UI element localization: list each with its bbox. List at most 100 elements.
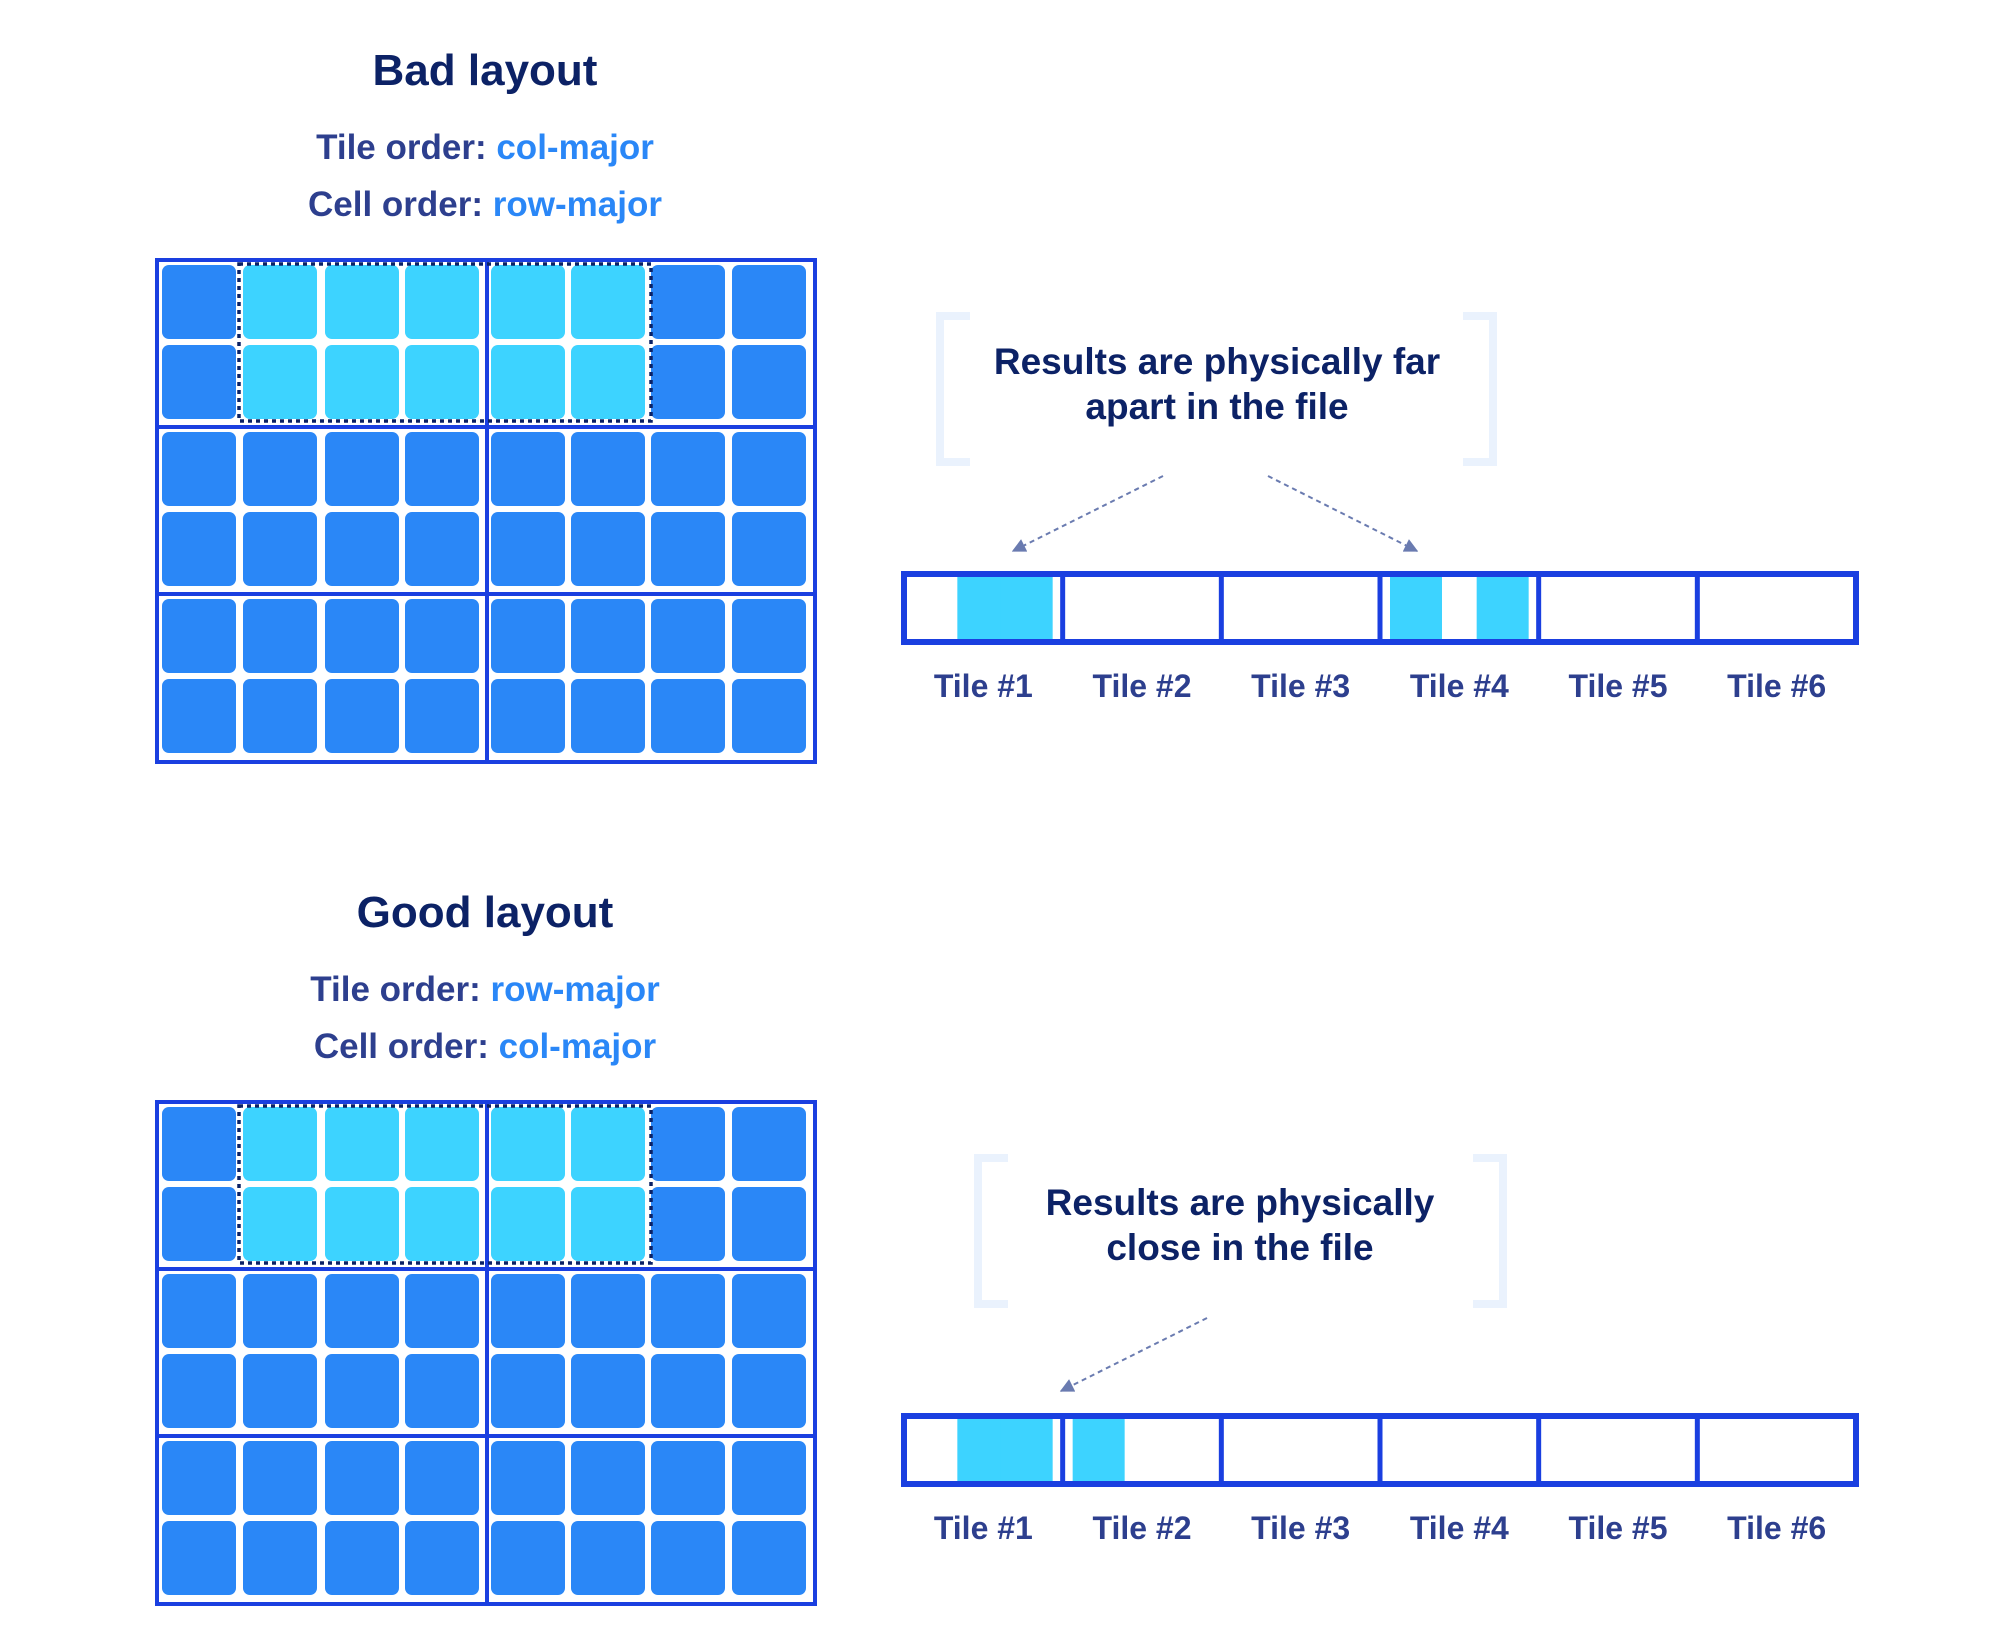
- tile-label: Tile #3: [1251, 1510, 1350, 1546]
- array-cell: [491, 1521, 565, 1595]
- array-cell: [162, 512, 236, 586]
- query-result-cell: [405, 1107, 479, 1181]
- array-cell: [162, 1274, 236, 1348]
- array-cell: [243, 512, 317, 586]
- query-result-cell: [243, 345, 317, 419]
- array-cell: [732, 512, 806, 586]
- cell-order-value: col-major: [499, 1027, 657, 1066]
- array-cell: [162, 599, 236, 673]
- array-cell: [491, 432, 565, 506]
- array-cell: [732, 1274, 806, 1348]
- array-cell: [732, 1441, 806, 1515]
- array-cell: [162, 1107, 236, 1181]
- pointer-arrow: [1267, 475, 1419, 552]
- query-result-cell: [243, 1107, 317, 1181]
- array-cell: [571, 432, 645, 506]
- bracket-left: [974, 1154, 1008, 1308]
- query-result-cell: [325, 345, 399, 419]
- tile-label: Tile #6: [1727, 1510, 1826, 1546]
- array-cell: [162, 1187, 236, 1261]
- query-result-cell: [405, 345, 479, 419]
- pointer-arrow: [1011, 475, 1164, 552]
- array-cell: [651, 345, 725, 419]
- query-result-cell: [491, 265, 565, 339]
- array-cell: [651, 432, 725, 506]
- array-cell: [243, 432, 317, 506]
- callout-text: close in the file: [1106, 1227, 1373, 1268]
- bracket-right: [1473, 1154, 1507, 1308]
- array-cell: [325, 1274, 399, 1348]
- array-cell: [732, 1187, 806, 1261]
- array-cell: [491, 1354, 565, 1428]
- cell-order-line: Cell order: row-major: [308, 185, 662, 224]
- tile-order-value: col-major: [496, 128, 654, 167]
- array-cell: [325, 512, 399, 586]
- array-cell: [732, 432, 806, 506]
- array-cell: [405, 1521, 479, 1595]
- file-cell-highlight: [1000, 1416, 1053, 1484]
- tile-label: Tile #5: [1568, 1510, 1667, 1546]
- array-cell: [651, 1521, 725, 1595]
- array-grid: [155, 258, 817, 764]
- array-cell: [491, 599, 565, 673]
- array-cell: [325, 1521, 399, 1595]
- tile-label: Tile #5: [1568, 668, 1667, 704]
- array-cell: [651, 1441, 725, 1515]
- panel-title: Good layout: [357, 888, 614, 937]
- array-cell: [243, 1521, 317, 1595]
- array-cell: [491, 1441, 565, 1515]
- array-cell: [243, 1274, 317, 1348]
- array-cell: [243, 599, 317, 673]
- query-result-cell: [491, 1107, 565, 1181]
- array-cell: [571, 1441, 645, 1515]
- query-result-cell: [571, 1107, 645, 1181]
- array-cell: [162, 1354, 236, 1428]
- array-cell: [162, 679, 236, 753]
- tile-label: Tile #6: [1727, 668, 1826, 704]
- cell-order-line: Cell order: col-major: [314, 1027, 657, 1066]
- array-cell: [405, 432, 479, 506]
- panel-title: Bad layout: [373, 46, 598, 95]
- array-cell: [162, 432, 236, 506]
- tile-label: Tile #4: [1410, 668, 1509, 704]
- array-cell: [651, 1187, 725, 1261]
- array-cell: [243, 1441, 317, 1515]
- array-cell: [405, 512, 479, 586]
- array-cell: [732, 345, 806, 419]
- array-cell: [162, 1441, 236, 1515]
- tile-label: Tile #2: [1092, 668, 1191, 704]
- array-cell: [325, 1441, 399, 1515]
- array-cell: [405, 599, 479, 673]
- array-cell: [732, 1521, 806, 1595]
- array-cell: [651, 512, 725, 586]
- array-cell: [732, 265, 806, 339]
- cell-order-value: row-major: [493, 185, 663, 224]
- query-result-cell: [491, 345, 565, 419]
- array-cell: [651, 1274, 725, 1348]
- query-result-cell: [571, 1187, 645, 1261]
- query-result-cell: [405, 1187, 479, 1261]
- array-cell: [651, 265, 725, 339]
- array-cell: [405, 1274, 479, 1348]
- tile-label: Tile #2: [1092, 1510, 1191, 1546]
- file-cell-highlight: [1476, 574, 1529, 642]
- query-result-cell: [571, 345, 645, 419]
- tile-label: Tile #1: [934, 668, 1033, 704]
- query-result-cell: [571, 265, 645, 339]
- array-cell: [571, 512, 645, 586]
- bracket-right: [1463, 312, 1497, 466]
- query-result-cell: [243, 1187, 317, 1261]
- query-result-cell: [325, 265, 399, 339]
- query-result-cell: [491, 1187, 565, 1261]
- tile-label: Tile #3: [1251, 668, 1350, 704]
- tile-label: Tile #4: [1410, 1510, 1509, 1546]
- tile-order-line: Tile order: col-major: [316, 128, 654, 167]
- array-cell: [732, 599, 806, 673]
- tile-order-value: row-major: [491, 970, 661, 1009]
- file-cell-highlight: [1000, 574, 1053, 642]
- array-cell: [571, 1354, 645, 1428]
- array-cell: [651, 679, 725, 753]
